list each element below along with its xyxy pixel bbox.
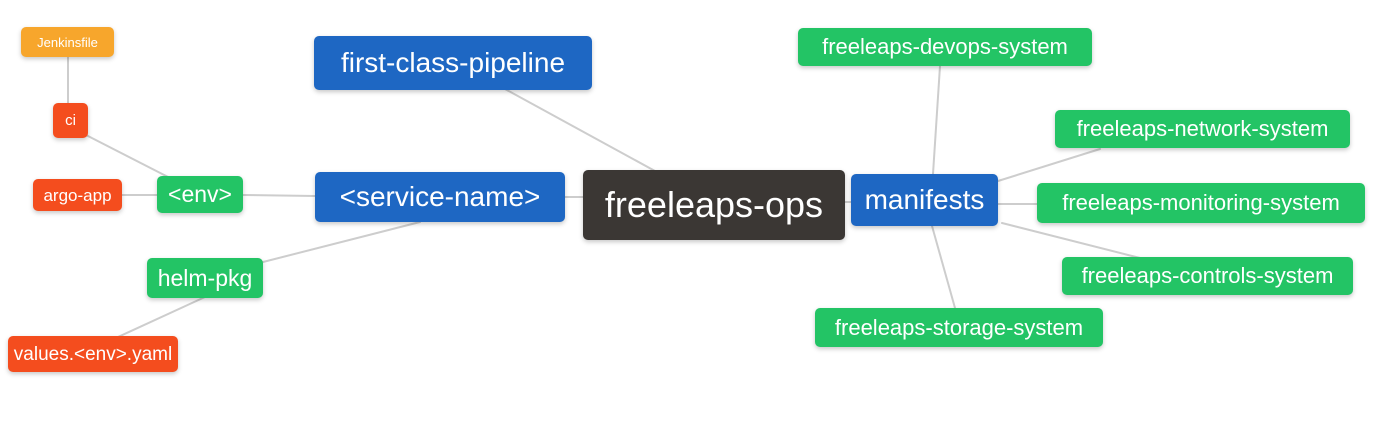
node-manifests[interactable]: manifests	[851, 174, 998, 226]
node-freeleaps-network-system[interactable]: freeleaps-network-system	[1055, 110, 1350, 148]
edge-helm-pkg-to-service-name	[262, 221, 421, 263]
edge-manifests-to-storage-system	[931, 225, 956, 309]
node-freeleaps-ops-root[interactable]: freeleaps-ops	[583, 170, 845, 240]
node-jenkinsfile[interactable]: Jenkinsfile	[21, 27, 114, 57]
node-env[interactable]: <env>	[157, 176, 243, 213]
node-freeleaps-devops-system[interactable]: freeleaps-devops-system	[798, 28, 1092, 66]
edge-manifests-to-controls-system	[1001, 222, 1141, 259]
edge-manifests-to-network-system	[997, 148, 1101, 182]
node-values-env-yaml[interactable]: values.<env>.yaml	[8, 336, 178, 372]
node-ci[interactable]: ci	[53, 103, 88, 138]
edge-first-class-pipeline-to-freeleaps-ops	[504, 88, 656, 172]
node-freeleaps-storage-system[interactable]: freeleaps-storage-system	[815, 308, 1103, 347]
edge-ci-to-env	[85, 134, 173, 180]
edge-values-env-yaml-to-helm-pkg	[117, 296, 206, 338]
node-argo-app[interactable]: argo-app	[33, 179, 122, 211]
node-freeleaps-monitoring-system[interactable]: freeleaps-monitoring-system	[1037, 183, 1365, 223]
edge-env-to-service-name	[242, 194, 316, 197]
node-service-name[interactable]: <service-name>	[315, 172, 565, 222]
node-helm-pkg[interactable]: helm-pkg	[147, 258, 263, 298]
edge-manifests-to-devops-system	[932, 65, 941, 175]
node-freeleaps-controls-system[interactable]: freeleaps-controls-system	[1062, 257, 1353, 295]
node-first-class-pipeline[interactable]: first-class-pipeline	[314, 36, 592, 90]
